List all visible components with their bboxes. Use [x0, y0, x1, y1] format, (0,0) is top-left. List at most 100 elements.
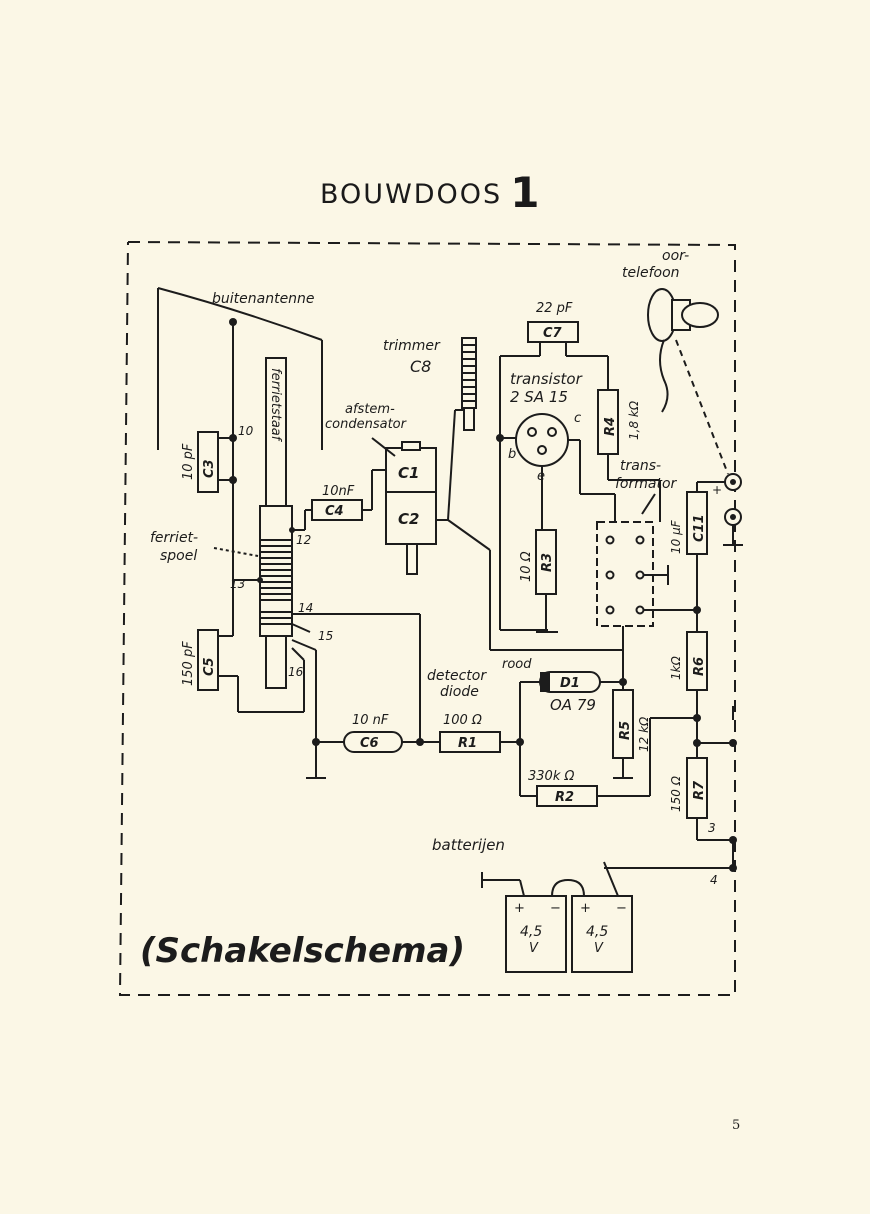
r6-ref: R6: [692, 657, 707, 676]
c6-value: 10 nF: [352, 713, 389, 728]
title-word: BOUWDOOS: [320, 179, 503, 210]
c3-value: 10 pF: [181, 443, 196, 480]
c4-ref: C4: [325, 504, 344, 519]
tuning-capacitor-shaft: [406, 543, 418, 575]
wire: [603, 861, 619, 897]
junction-dot: [257, 577, 263, 583]
wire: [291, 639, 317, 651]
wire: [447, 409, 456, 521]
transistor-pin: [537, 445, 547, 455]
c11-ref: C11: [692, 514, 707, 542]
terminal-3: 3: [708, 821, 716, 835]
earphone-pointer: [675, 339, 729, 475]
battery-2-unit: V: [594, 941, 604, 956]
batteries-label: batterijen: [432, 836, 505, 854]
c4-value: 10nF: [322, 484, 355, 499]
capacitor-c6: [343, 731, 403, 753]
ferrite-coil-pointer: [213, 547, 259, 557]
battery-link: [551, 878, 585, 897]
pin-c: c: [574, 411, 581, 426]
junction-dot: [289, 527, 295, 533]
tuning-capacitor-label-1: afstem-: [345, 402, 395, 417]
r3-value: 10 Ω: [519, 551, 534, 582]
resistor-r1: [439, 731, 501, 753]
diode-color-label: rood: [502, 657, 532, 672]
battery-1-minus: −: [550, 901, 561, 916]
tuning-capacitor-top: [401, 441, 421, 451]
c2-ref: C2: [398, 510, 419, 528]
antenna-wire: [157, 287, 323, 341]
r5-value: 12 kΩ: [637, 716, 651, 752]
transistor-label-2: 2 SA 15: [510, 388, 568, 406]
d1-value: OA 79: [550, 696, 596, 714]
junction-dot: [619, 678, 627, 686]
c6-ref: C6: [360, 736, 379, 751]
coil-windings: [260, 539, 292, 625]
transformer-label-1: trans-: [620, 458, 661, 474]
terminal-10: 10: [238, 424, 254, 438]
terminal-4: 4: [710, 873, 718, 887]
c11-value: 10 μF: [669, 519, 683, 554]
dashed-frame: [118, 241, 736, 996]
tuning-capacitor: [385, 447, 437, 545]
transistor-pin: [547, 427, 557, 437]
pin-b: b: [508, 447, 516, 462]
r4-ref: R4: [603, 417, 618, 436]
transistor-label-1: transistor: [510, 370, 583, 388]
terminal-14: 14: [298, 601, 313, 615]
caption: (Schakelschema): [140, 931, 465, 971]
c7-ref: C7: [543, 326, 563, 341]
earphone-jack-2-center: [730, 514, 736, 520]
wire: [447, 519, 491, 551]
transistor-2sa15: [515, 413, 569, 467]
capacitor-c4: [311, 499, 363, 521]
r6-value: 1kΩ: [669, 655, 683, 680]
earphone-label-1: oor-: [662, 248, 689, 264]
transformer-pins: [605, 535, 645, 615]
r1-ref: R1: [458, 736, 477, 751]
ferrite-rod-end: [265, 635, 287, 689]
wire: [519, 879, 525, 897]
ferrite-coil-label-1: ferriet-: [150, 530, 198, 546]
antenna-label: buitenantenne: [212, 291, 315, 307]
page-number: 5: [732, 1118, 741, 1133]
battery-2-plus: +: [580, 901, 591, 916]
r2-ref: R2: [555, 790, 574, 805]
transformer-pointer: [641, 493, 656, 515]
earphone-jack-1-center: [730, 479, 736, 485]
wire: [291, 647, 305, 661]
ferrite-coil-label-2: spoel: [160, 548, 197, 564]
diode-band: [540, 672, 550, 692]
earphone: [647, 288, 719, 413]
r3-ref: R3: [540, 553, 555, 572]
battery-2-voltage: 4,5: [586, 924, 608, 940]
earphone-label-2: telefoon: [622, 265, 680, 281]
battery-1-voltage: 4,5: [520, 924, 542, 940]
capacitor-c3: [197, 431, 219, 493]
c5-value: 150 pF: [181, 641, 196, 686]
transistor-pin: [527, 427, 537, 437]
trimmer-stripes: [463, 344, 475, 402]
junction-dot: [693, 606, 701, 614]
r5-ref: R5: [618, 721, 633, 740]
r2-value: 330k Ω: [528, 769, 574, 784]
title-number: 1: [510, 168, 542, 217]
c5-ref: C5: [202, 657, 217, 676]
battery-1: [505, 895, 567, 973]
tuning-capacitor-label-2: condensator: [325, 417, 408, 432]
terminal-12: 12: [296, 533, 311, 547]
battery-2: [571, 895, 633, 973]
d1-ref: D1: [560, 676, 580, 691]
detector-label-1: detector: [427, 668, 487, 684]
detector-label-2: diode: [440, 684, 479, 700]
trimmer-ref: C8: [410, 357, 431, 376]
capacitor-c7: [527, 321, 579, 343]
wire: [291, 623, 311, 633]
r7-value: 150 Ω: [669, 775, 683, 812]
transformer-label-2: formator: [615, 476, 678, 492]
capacitor-c5: [197, 629, 219, 691]
r4-value: 1,8 kΩ: [627, 400, 641, 440]
terminal-15: 15: [318, 629, 333, 643]
trimmer-base: [463, 407, 475, 431]
